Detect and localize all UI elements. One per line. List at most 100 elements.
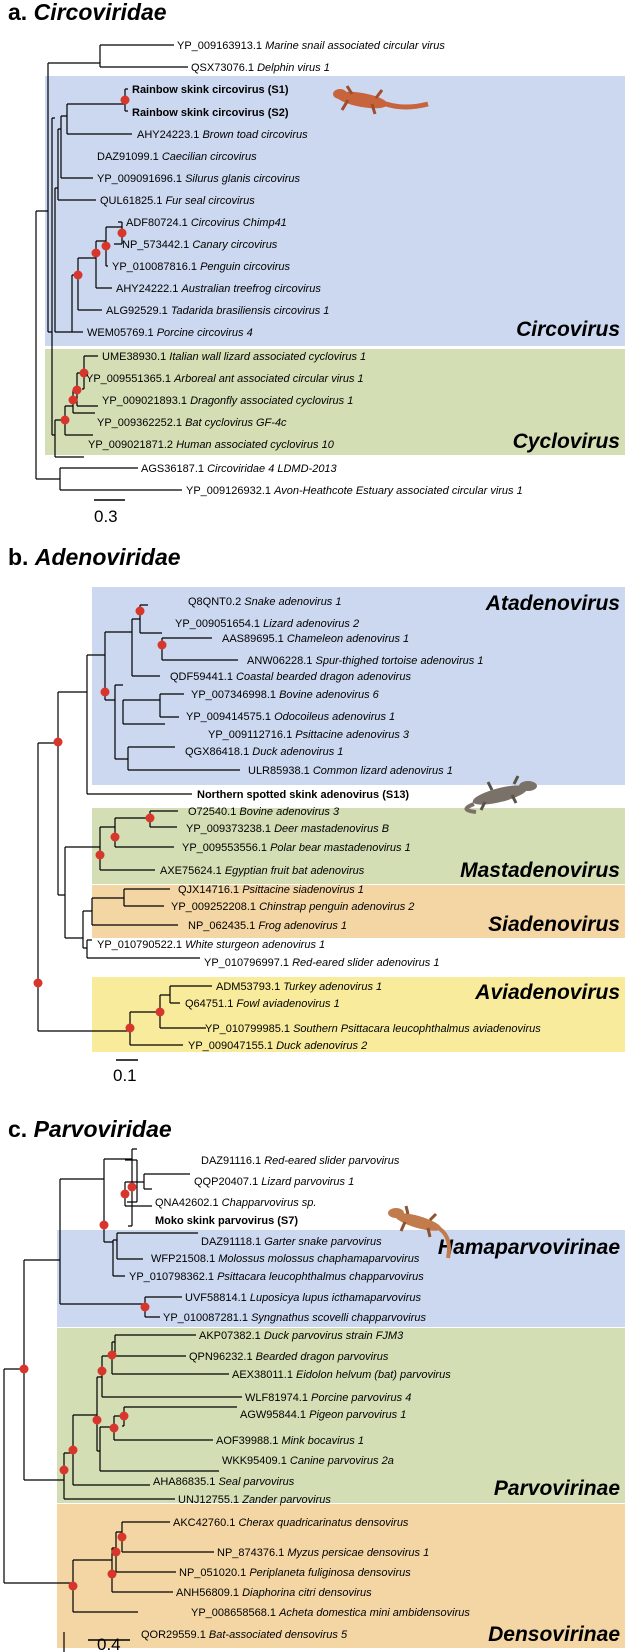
panel-a: a. Circoviridae Circovirus Cyclovirus: [8, 0, 625, 526]
leaf-label: YP_009362252.1 Bat cyclovirus GF-4c: [97, 417, 287, 429]
scale-label-a: 0.3: [94, 507, 118, 526]
group-label-cyclovirus: Cyclovirus: [513, 430, 620, 453]
node: [79, 368, 89, 378]
leaf-label: YP_010790522.1 White sturgeon adenovirus…: [97, 939, 325, 951]
node: [109, 1423, 119, 1433]
scale-bar-c: 0.4: [88, 1635, 130, 1652]
node: [68, 395, 78, 405]
node: [120, 95, 130, 105]
panel-c-prefix: c.: [8, 1116, 27, 1142]
panel-c-title: c. Parvoviridae: [8, 1116, 172, 1142]
leaf-label: YP_009414575.1 Odocoileus adenovirus 1: [186, 711, 395, 723]
leaf-label: WEM05769.1 Porcine circovirus 4: [87, 327, 253, 339]
scale-label-b: 0.1: [113, 1066, 137, 1085]
leaf-label: ANH56809.1 Diaphorina citri densovirus: [176, 1587, 372, 1599]
leaf-label: AHA86835.1 Seal parvovirus: [153, 1476, 295, 1488]
node: [107, 1569, 117, 1579]
leaf-label: ADM53793.1 Turkey adenovirus 1: [216, 981, 382, 993]
node: [97, 1366, 107, 1376]
leaf-label: QNA42602.1 Chapparvovirus sp.: [155, 1197, 316, 1209]
node: [72, 385, 82, 395]
leaf-label: QDF59441.1 Coastal bearded dragon adenov…: [170, 671, 411, 683]
leaf-label: UVF58814.1 Luposicya lupus icthamaparvov…: [185, 1292, 422, 1304]
group-box-mastadenovirus: [92, 808, 625, 884]
node: [110, 832, 120, 842]
node: [127, 1182, 137, 1192]
group-label-siadenovirus: Siadenovirus: [488, 913, 620, 936]
leaf-label: YP_009551365.1 Arboreal ant associated c…: [86, 373, 364, 385]
node: [19, 1364, 29, 1374]
leaf-label: QSX73076.1 Delphin virus 1: [191, 62, 330, 74]
leaves-b: Q8QNT0.2 Snake adenovirus 1 YP_009051654…: [97, 596, 541, 1052]
leaf-label: YP_009091696.1 Silurus glanis circovirus: [97, 173, 301, 185]
group-box-atadenovirus: [92, 587, 625, 785]
node: [68, 1581, 78, 1591]
nodes-b: [33, 606, 167, 1033]
panel-b-family: Adenoviridae: [34, 544, 181, 570]
skink-illustration-b: [464, 775, 537, 814]
node: [99, 1220, 109, 1230]
node: [95, 850, 105, 860]
leaf-label-highlight: Northern spotted skink adenovirus (S13): [197, 789, 409, 801]
group-label-circovirus: Circovirus: [516, 318, 620, 341]
leaf-label: YP_009047155.1 Duck adenovirus 2: [188, 1040, 367, 1052]
node: [119, 1411, 129, 1421]
node: [140, 1302, 150, 1312]
leaf-label: ADF80724.1 Circovirus Chimp41: [126, 217, 287, 229]
node: [100, 687, 110, 697]
leaf-label: ALG92529.1 Tadarida brasiliensis circovi…: [106, 305, 329, 317]
leaf-label: YP_010087816.1 Penguin circovirus: [112, 261, 290, 273]
leaf-label: Q64751.1 Fowl aviadenovirus 1: [185, 998, 340, 1010]
leaf-label: YP_010799985.1 Southern Psittacara leuco…: [205, 1023, 541, 1035]
leaf-label: YP_008658568.1 Acheta domestica mini amb…: [191, 1607, 470, 1619]
leaf-label-highlight: Rainbow skink circovirus (S1): [132, 84, 289, 96]
group-box-siadenovirus: [92, 885, 625, 938]
leaf-label: AKP07382.1 Duck parvovirus strain FJM3: [199, 1330, 404, 1342]
panel-b-title: b. Adenoviridae: [8, 544, 181, 570]
leaf-label: YP_010087281.1 Syngnathus scovelli chapp…: [163, 1312, 426, 1324]
group-box-circovirus: [45, 76, 625, 346]
node: [117, 1532, 127, 1542]
leaf-label: AGS36187.1 Circoviridae 4 LDMD-2013: [141, 463, 338, 475]
leaf-label: YP_009112716.1 Psittacine adenovirus 3: [208, 729, 410, 741]
node: [60, 415, 70, 425]
node: [68, 1445, 78, 1455]
group-label-mastadenovirus: Mastadenovirus: [460, 859, 620, 882]
leaf-label: YP_009126932.1 Avon-Heathcote Estuary as…: [186, 485, 523, 497]
node: [155, 1007, 165, 1017]
panel-c-family: Parvoviridae: [34, 1116, 172, 1142]
leaf-label: UME38930.1 Italian wall lizard associate…: [102, 351, 366, 363]
leaf-label: NP_062435.1 Frog adenovirus 1: [188, 920, 347, 932]
leaf-label: O72540.1 Bovine adenovirus 3: [188, 806, 340, 818]
node: [117, 228, 127, 238]
leaf-label: AGW95844.1 Pigeon parvovirus 1: [240, 1409, 406, 1421]
group-label-densovirinae: Densovirinae: [488, 1623, 620, 1646]
node: [91, 248, 101, 258]
leaf-label: QGX86418.1 Duck adenovirus 1: [185, 746, 343, 758]
node: [157, 640, 167, 650]
group-box-densovirinae: [57, 1504, 625, 1648]
panel-b-prefix: b.: [8, 544, 28, 570]
leaf-label: YP_009373238.1 Deer mastadenovirus B: [186, 823, 389, 835]
group-box-aviadenovirus: [92, 977, 625, 1052]
nodes-c: [19, 1182, 150, 1591]
leaf-label: YP_007346998.1 Bovine adenovirus 6: [191, 689, 380, 701]
node: [120, 1189, 130, 1199]
leaf-label: NP_051020.1 Periplaneta fuliginosa denso…: [179, 1567, 411, 1579]
panel-b: b. Adenoviridae Atadenovirus Mastadenovi…: [8, 544, 625, 1085]
panel-a-title: a. Circoviridae: [8, 0, 167, 25]
node: [111, 1547, 121, 1557]
node: [59, 1465, 69, 1475]
node: [73, 270, 83, 280]
node: [101, 241, 111, 251]
nodes-a: [60, 95, 130, 425]
leaf-label: NP_874376.1 Myzus persicae densovirus 1: [217, 1547, 429, 1559]
group-label-parvovirinae: Parvovirinae: [494, 1477, 620, 1500]
group-box-parvovirinae: [57, 1328, 625, 1503]
leaf-label: NP_573442.1 Canary circovirus: [122, 239, 278, 251]
leaf-label: Q8QNT0.2 Snake adenovirus 1: [188, 596, 341, 608]
leaves-c: DAZ91116.1 Red-eared slider parvovirus Q…: [129, 1155, 470, 1641]
leaf-label-highlight: Moko skink parvovirus (S7): [155, 1215, 298, 1227]
leaf-label: AAS89695.1 Chameleon adenovirus 1: [222, 633, 409, 645]
